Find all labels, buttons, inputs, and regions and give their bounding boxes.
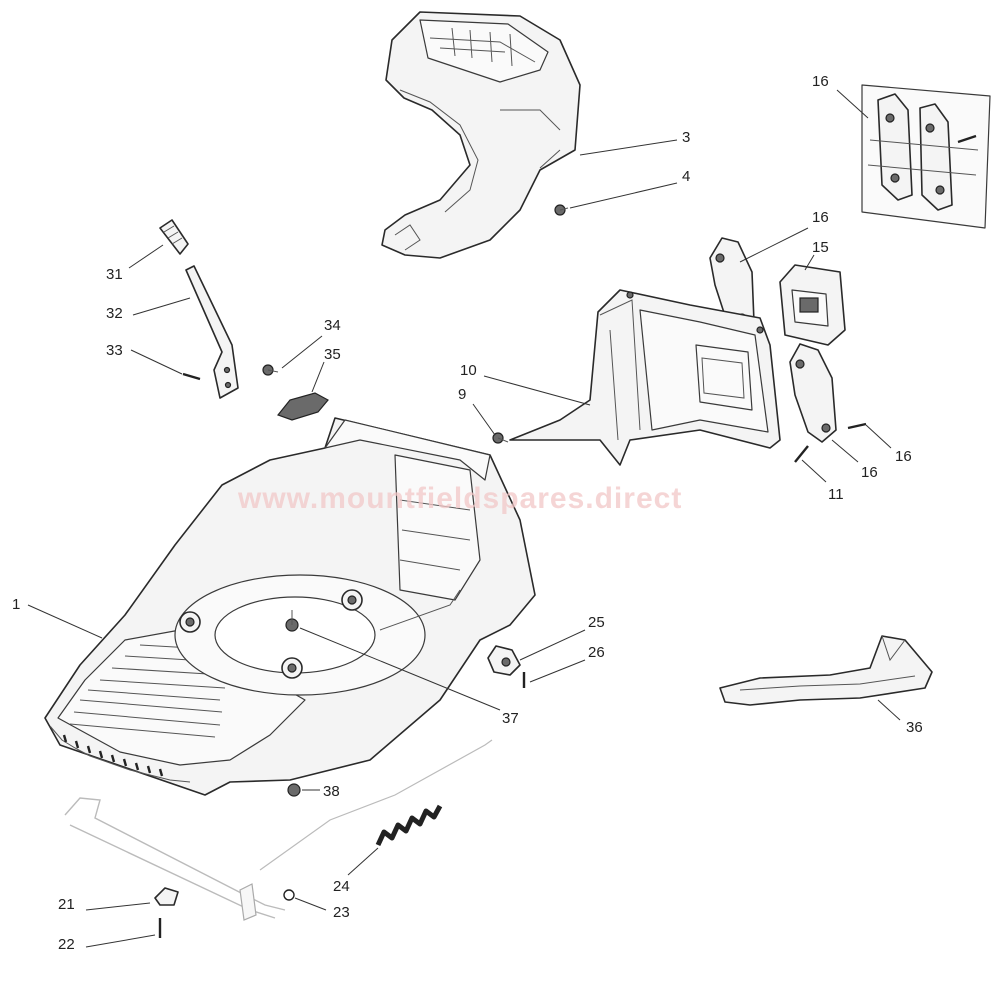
- part-25-bushing[interactable]: [487, 645, 521, 676]
- callout-3[interactable]: 3: [682, 129, 690, 146]
- callout-16-lower[interactable]: 16: [861, 464, 878, 481]
- part-16-hinge-assembly[interactable]: [861, 84, 991, 229]
- height-adjust-axle[interactable]: [64, 739, 493, 921]
- part-24-spring[interactable]: [375, 804, 443, 847]
- part-3-rear-cover[interactable]: [381, 11, 581, 259]
- callouts: 1 3 4 9 10 11 15 16 16 16 16 21 22 23 24…: [12, 73, 923, 953]
- part-9-screw[interactable]: [492, 432, 509, 444]
- callout-22[interactable]: 22: [58, 936, 75, 953]
- part-10-rear-guard-frame[interactable]: [509, 289, 781, 466]
- callout-35[interactable]: 35: [324, 346, 341, 363]
- part-35-lever-cover[interactable]: [277, 392, 329, 421]
- callout-11[interactable]: 11: [828, 486, 844, 503]
- part-34-screw[interactable]: [262, 364, 279, 376]
- leader-lines: [27, 89, 901, 948]
- callout-1[interactable]: 1: [12, 596, 20, 613]
- callout-37[interactable]: 37: [502, 710, 519, 727]
- part-37-motor-plate[interactable]: [285, 610, 299, 632]
- callout-33[interactable]: 33: [106, 342, 123, 359]
- callout-10[interactable]: 10: [460, 362, 477, 379]
- callout-25[interactable]: 25: [588, 614, 605, 631]
- part-16-hinge-plate-lower[interactable]: [789, 343, 837, 443]
- watermark: www.mountfieldspares.direct: [237, 482, 682, 515]
- callout-15[interactable]: 15: [812, 239, 829, 256]
- callout-23[interactable]: 23: [333, 904, 350, 921]
- callout-16-top[interactable]: 16: [812, 73, 829, 90]
- callout-16-right[interactable]: 16: [895, 448, 912, 465]
- part-38-nut[interactable]: [287, 783, 301, 797]
- part-33-screw[interactable]: [182, 372, 201, 381]
- callout-36[interactable]: 36: [906, 719, 923, 736]
- part-36-side-discharge-deflector[interactable]: [719, 635, 933, 706]
- part-15-bracket[interactable]: [779, 264, 846, 346]
- callout-16-middle[interactable]: 16: [812, 209, 829, 226]
- callout-9[interactable]: 9: [458, 386, 466, 403]
- callout-32[interactable]: 32: [106, 305, 123, 322]
- part-1-mower-deck[interactable]: [44, 417, 536, 796]
- part-4-screw[interactable]: [554, 204, 569, 216]
- callout-4[interactable]: 4: [682, 168, 690, 185]
- part-32-height-adjust-lever[interactable]: [185, 265, 239, 399]
- part-21-clip[interactable]: [154, 887, 179, 906]
- part-11-screw[interactable]: [794, 445, 809, 463]
- part-23-nut[interactable]: [283, 889, 295, 901]
- callout-38[interactable]: 38: [323, 783, 340, 800]
- part-16-screw[interactable]: [847, 422, 867, 430]
- callout-21[interactable]: 21: [58, 896, 75, 913]
- callout-34[interactable]: 34: [324, 317, 341, 334]
- part-31-grip[interactable]: [159, 219, 189, 255]
- callout-31[interactable]: 31: [106, 266, 123, 283]
- callout-26[interactable]: 26: [588, 644, 605, 661]
- deck-front-slots: [62, 734, 164, 777]
- callout-24[interactable]: 24: [333, 878, 350, 895]
